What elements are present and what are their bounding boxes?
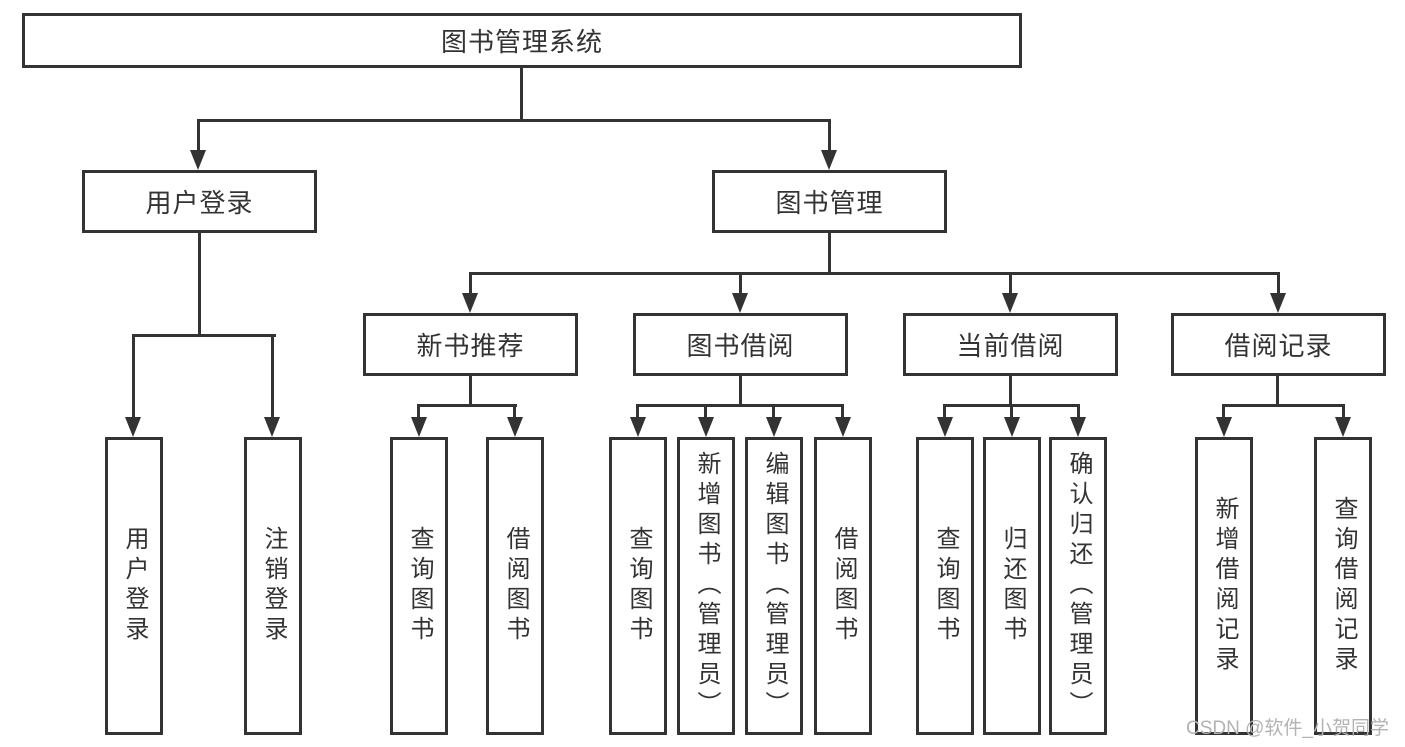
connector-line <box>198 233 201 337</box>
connector-arrow <box>937 417 953 437</box>
leaf-confirm-return-admin: 确认归还（管理员） <box>1049 437 1107 735</box>
connector-arrow <box>1270 293 1286 313</box>
connector-arrow <box>411 417 427 437</box>
node-label: 编辑图书（管理员） <box>761 451 788 721</box>
node-label: 用户登录 <box>145 188 254 218</box>
connector-arrow <box>1216 417 1232 437</box>
node-label: 图书借阅 <box>686 331 795 361</box>
connector-line <box>417 404 517 407</box>
leaf-user-login: 用户登录 <box>105 437 163 735</box>
connector-line <box>1222 404 1345 407</box>
connector-line <box>469 272 1280 275</box>
connector-line <box>132 334 135 419</box>
connector-arrow <box>821 150 837 170</box>
node-label: 新增图书（管理员） <box>693 451 720 721</box>
node-label: 借阅图书 <box>502 526 529 646</box>
connector-line <box>1010 404 1013 419</box>
connector-line <box>704 404 707 419</box>
connector-line <box>132 334 276 337</box>
watermark: CSDN @软件_小贺同学 <box>1186 718 1389 739</box>
node-label: 查询图书 <box>625 526 652 646</box>
node-label: 查询图书 <box>932 526 959 646</box>
node-label: 借阅记录 <box>1224 331 1333 361</box>
connector-arrow <box>1002 293 1018 313</box>
node-book-management: 图书管理 <box>712 170 947 233</box>
node-label: 查询借阅记录 <box>1330 496 1357 676</box>
connector-line <box>1222 404 1225 419</box>
node-label: 当前借阅 <box>956 331 1065 361</box>
node-label: 借阅图书 <box>830 526 857 646</box>
connector-arrow <box>264 417 280 437</box>
connector-line <box>636 404 639 419</box>
leaf-recommend-query-books: 查询图书 <box>390 437 448 735</box>
node-label: 归还图书 <box>999 526 1026 646</box>
node-label: 确认归还（管理员） <box>1065 451 1092 721</box>
connector-line <box>520 66 523 121</box>
connector-line <box>739 376 742 407</box>
node-label: 图书管理 <box>775 188 884 218</box>
connector-arrow <box>1070 417 1086 437</box>
connector-line <box>772 404 775 419</box>
node-library-management-system: 图书管理系统 <box>22 13 1022 68</box>
node-label: 图书管理系统 <box>440 27 603 57</box>
leaf-add-books-admin: 新增图书（管理员） <box>677 437 735 735</box>
leaf-edit-books-admin: 编辑图书（管理员） <box>745 437 803 735</box>
connector-line <box>841 404 844 419</box>
connector-line <box>1342 404 1345 419</box>
leaf-current-query-books: 查询图书 <box>916 437 974 735</box>
leaf-query-borrow-record: 查询借阅记录 <box>1314 437 1372 735</box>
connector-line <box>943 404 946 419</box>
node-label: 新增借阅记录 <box>1211 496 1238 676</box>
node-new-book-recommend: 新书推荐 <box>363 313 578 376</box>
connector-line <box>513 404 516 419</box>
connector-arrow <box>125 417 141 437</box>
node-user-login: 用户登录 <box>82 170 317 233</box>
connector-arrow <box>630 417 646 437</box>
node-label: 新书推荐 <box>416 331 525 361</box>
node-book-borrowing: 图书借阅 <box>633 313 848 376</box>
connector-arrow <box>190 150 206 170</box>
node-current-borrowing: 当前借阅 <box>903 313 1118 376</box>
leaf-borrowing-borrow-books: 借阅图书 <box>814 437 872 735</box>
connector-arrow <box>462 293 478 313</box>
connector-line <box>1276 376 1279 407</box>
connector-arrow <box>1335 417 1351 437</box>
connector-line <box>417 404 420 419</box>
connector-line <box>1077 404 1080 419</box>
connector-line <box>1009 272 1012 295</box>
node-borrowing-records: 借阅记录 <box>1171 313 1386 376</box>
connector-line <box>469 376 472 407</box>
connector-line <box>197 119 200 154</box>
connector-line <box>636 404 844 407</box>
connector-line <box>828 233 831 275</box>
connector-arrow <box>766 417 782 437</box>
connector-line <box>271 334 274 419</box>
node-label: 用户登录 <box>121 526 148 646</box>
connector-arrow <box>507 417 523 437</box>
connector-arrow <box>698 417 714 437</box>
leaf-return-books: 归还图书 <box>983 437 1041 735</box>
connector-line <box>1009 376 1012 407</box>
connector-arrow <box>835 417 851 437</box>
connector-line <box>197 119 831 122</box>
connector-arrow <box>1004 417 1020 437</box>
connector-line <box>739 272 742 295</box>
connector-line <box>828 119 831 154</box>
node-label: 查询图书 <box>406 526 433 646</box>
leaf-add-borrow-record: 新增借阅记录 <box>1195 437 1253 735</box>
connector-arrow <box>732 293 748 313</box>
connector-line <box>469 272 472 295</box>
leaf-logout-login: 注销登录 <box>244 437 302 735</box>
node-label: 注销登录 <box>260 526 287 646</box>
connector-line <box>1277 272 1280 295</box>
leaf-borrowing-query-books: 查询图书 <box>609 437 667 735</box>
leaf-recommend-borrow-books: 借阅图书 <box>486 437 544 735</box>
